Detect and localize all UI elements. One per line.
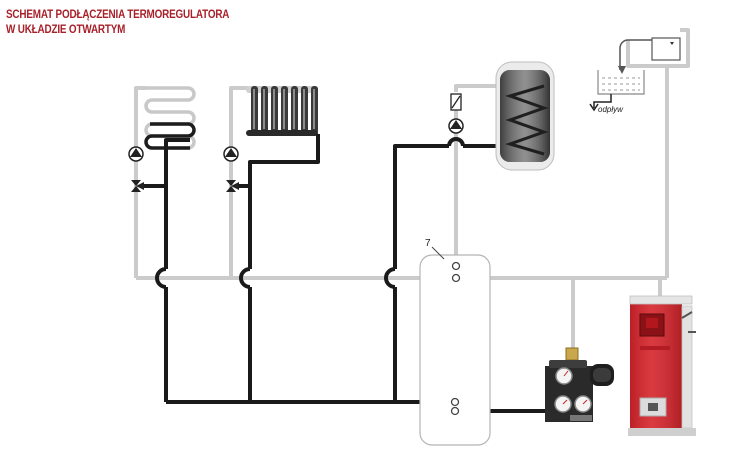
check-valve-dhw bbox=[450, 93, 462, 111]
mixing-valve-radiator bbox=[226, 180, 239, 192]
hot-water-cylinder bbox=[495, 61, 555, 171]
thermoregulator-pump-group bbox=[545, 347, 614, 422]
title-line-1: SCHEMAT PODŁĄCZENIA TERMOREGULATORA bbox=[6, 9, 230, 21]
title-line-2: W UKŁADZIE OTWARTYM bbox=[6, 24, 126, 36]
pipe-crossovers bbox=[155, 137, 465, 289]
pump-radiator bbox=[223, 146, 239, 162]
open-expansion-vessel bbox=[589, 37, 681, 112]
floor-heating-coil-dark bbox=[144, 122, 196, 150]
tank-number-label: 7 bbox=[425, 238, 431, 249]
pump-dhw bbox=[448, 118, 464, 134]
buffer-tank bbox=[419, 246, 491, 446]
pump-floor-heating bbox=[128, 146, 144, 162]
return-pipes bbox=[134, 28, 690, 348]
drain-label: odpływ bbox=[598, 105, 624, 114]
diagram-title: SCHEMAT PODŁĄCZENIA TERMOREGULATORA W UK… bbox=[6, 8, 229, 38]
radiator bbox=[246, 86, 318, 136]
solid-fuel-boiler bbox=[628, 295, 696, 436]
mixing-valve-floor bbox=[131, 180, 144, 192]
supply-pipes bbox=[142, 134, 552, 413]
